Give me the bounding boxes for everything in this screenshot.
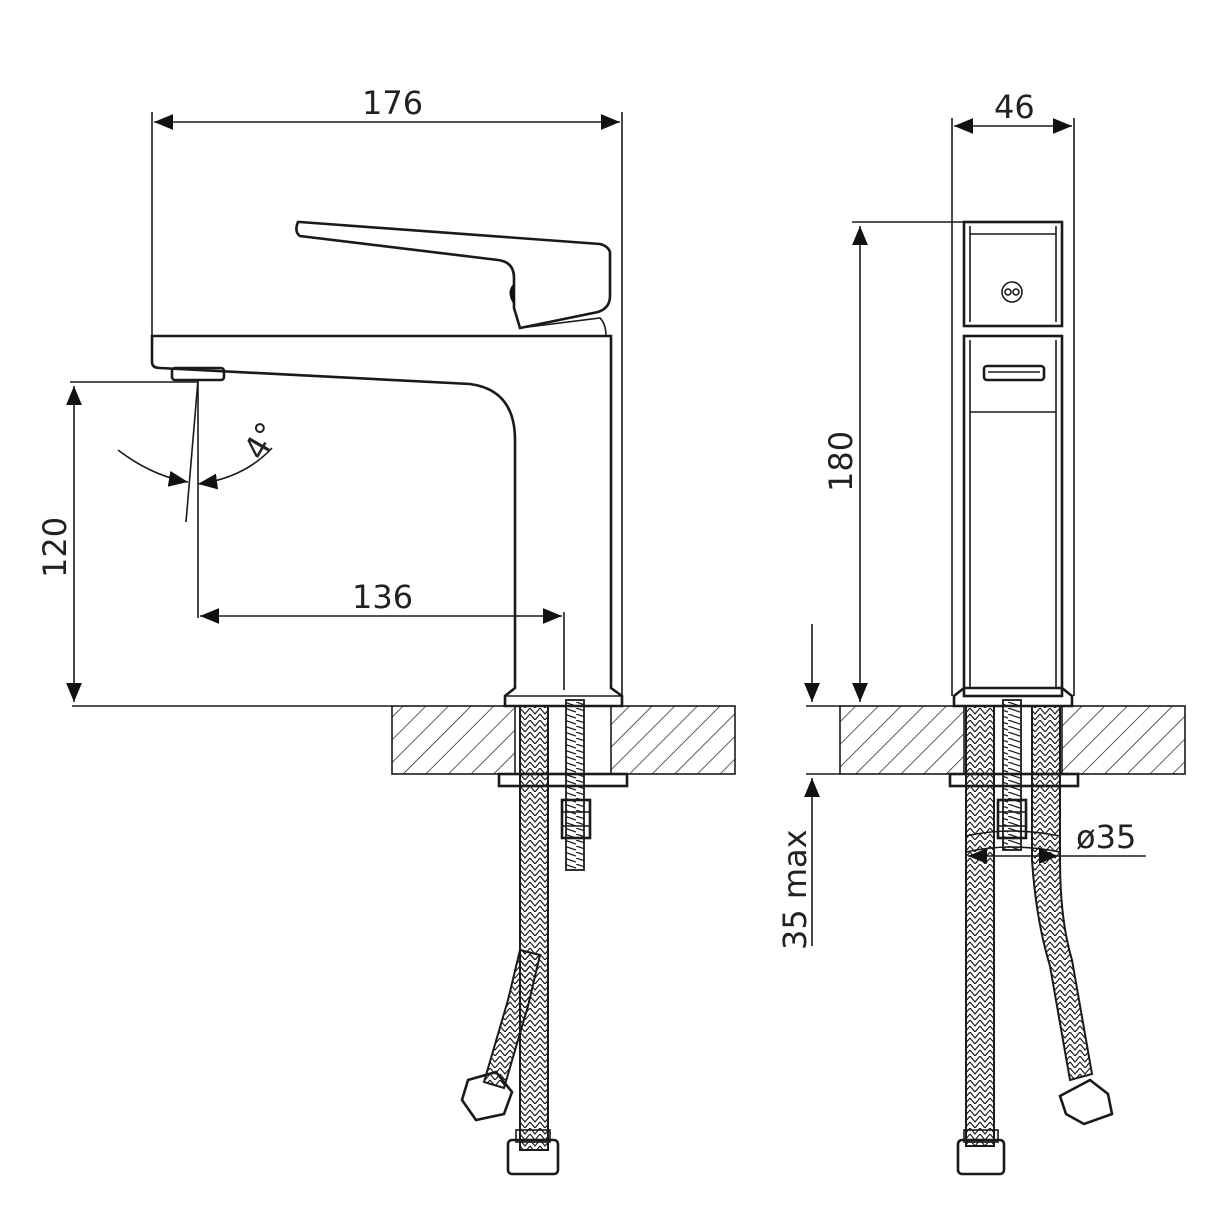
dimension-diameter-35: ø35 xyxy=(1076,818,1136,856)
hose-nut-side-right xyxy=(1058,1078,1114,1126)
dimension-180: 180 xyxy=(822,431,860,492)
fixing-nut-front xyxy=(560,798,592,840)
hose-bent-front xyxy=(482,948,542,1090)
faucet-body-front xyxy=(150,334,624,708)
dimension-120: 120 xyxy=(36,517,74,578)
hose-nut-front xyxy=(506,1138,560,1176)
washer-plate-front xyxy=(497,772,629,788)
lever-handle-side xyxy=(962,220,1064,328)
aerator-side xyxy=(982,364,1046,382)
side-view: 46 180 35 max ø35 xyxy=(776,88,1186,1176)
dimension-46: 46 xyxy=(994,88,1035,126)
handle-screw-front xyxy=(509,282,515,306)
fixing-nut-side xyxy=(996,798,1028,840)
temperature-indicator-icon xyxy=(1001,281,1023,303)
hose-right-side xyxy=(1031,705,1094,1082)
hose-nut-front-left xyxy=(460,1070,514,1122)
faucet-body-side xyxy=(962,334,1064,698)
dimension-176: 176 xyxy=(362,84,423,122)
washer-plate-side xyxy=(948,772,1080,788)
dimension-136: 136 xyxy=(352,578,413,616)
hose-left-front xyxy=(519,705,549,1151)
dimension-35-max: 35 max xyxy=(776,829,814,950)
hose-left-side xyxy=(965,705,995,1147)
angle-label: 4° xyxy=(236,416,287,466)
hose-nut-side-left xyxy=(956,1138,1006,1176)
lever-handle-front xyxy=(295,220,612,330)
front-view: 4° 176 120 136 xyxy=(36,84,736,1176)
